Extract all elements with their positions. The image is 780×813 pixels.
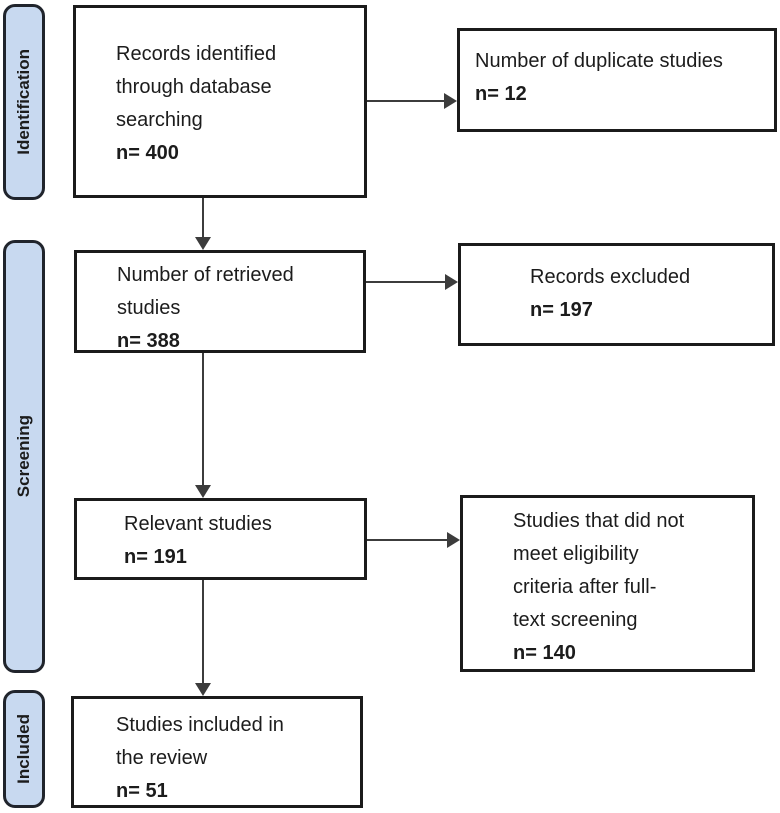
box-included-studies: Studies included in the review n= 51 [71, 696, 363, 808]
box-records-identified-count: n= 400 [116, 142, 179, 164]
box-records-identified: Records identified through database sear… [73, 5, 367, 198]
box-relevant-studies-count: n= 191 [124, 546, 187, 568]
stage-label-identification: Identification [3, 4, 45, 200]
stage-label-included: Included [3, 690, 45, 808]
arrow-down-retrieved-to-relevant [195, 353, 211, 498]
stage-label-screening: Screening [3, 240, 45, 673]
stage-label-screening-text: Screening [14, 415, 33, 498]
arrow-down-identified-to-retrieved [195, 198, 211, 250]
box-relevant-studies: Relevant studies n= 191 [74, 498, 367, 580]
box-duplicate-studies-count: n= 12 [475, 83, 527, 105]
box-included-studies-text: Studies included in the review [116, 714, 284, 769]
box-records-excluded-count: n= 197 [530, 299, 593, 321]
arrow-right-relevant-to-not-eligible [367, 532, 460, 548]
box-records-excluded-text: Records excluded [530, 266, 691, 288]
box-duplicate-studies-text: Number of duplicate studies [475, 50, 723, 72]
box-relevant-studies-text: Relevant studies [124, 513, 272, 535]
box-retrieved-studies-count: n= 388 [117, 330, 180, 352]
box-duplicate-studies: Number of duplicate studies n= 12 [457, 28, 777, 132]
box-not-eligible-studies-count: n= 140 [513, 642, 576, 664]
arrow-right-identified-to-duplicates [367, 93, 457, 109]
box-records-excluded: Records excluded n= 197 [458, 243, 775, 346]
box-not-eligible-studies: Studies that did not meet eligibility cr… [460, 495, 755, 672]
stage-label-included-text: Included [14, 714, 33, 784]
box-not-eligible-studies-text: Studies that did not meet eligibility cr… [513, 510, 685, 631]
box-retrieved-studies-text: Number of retrieved studies [117, 264, 294, 319]
box-records-identified-text: Records identified through database sear… [116, 43, 277, 131]
stage-label-identification-text: Identification [14, 49, 33, 155]
box-retrieved-studies: Number of retrieved studies n= 388 [74, 250, 366, 353]
arrow-right-retrieved-to-excluded [366, 274, 458, 290]
arrow-down-relevant-to-included [195, 580, 211, 696]
box-included-studies-count: n= 51 [116, 780, 168, 802]
